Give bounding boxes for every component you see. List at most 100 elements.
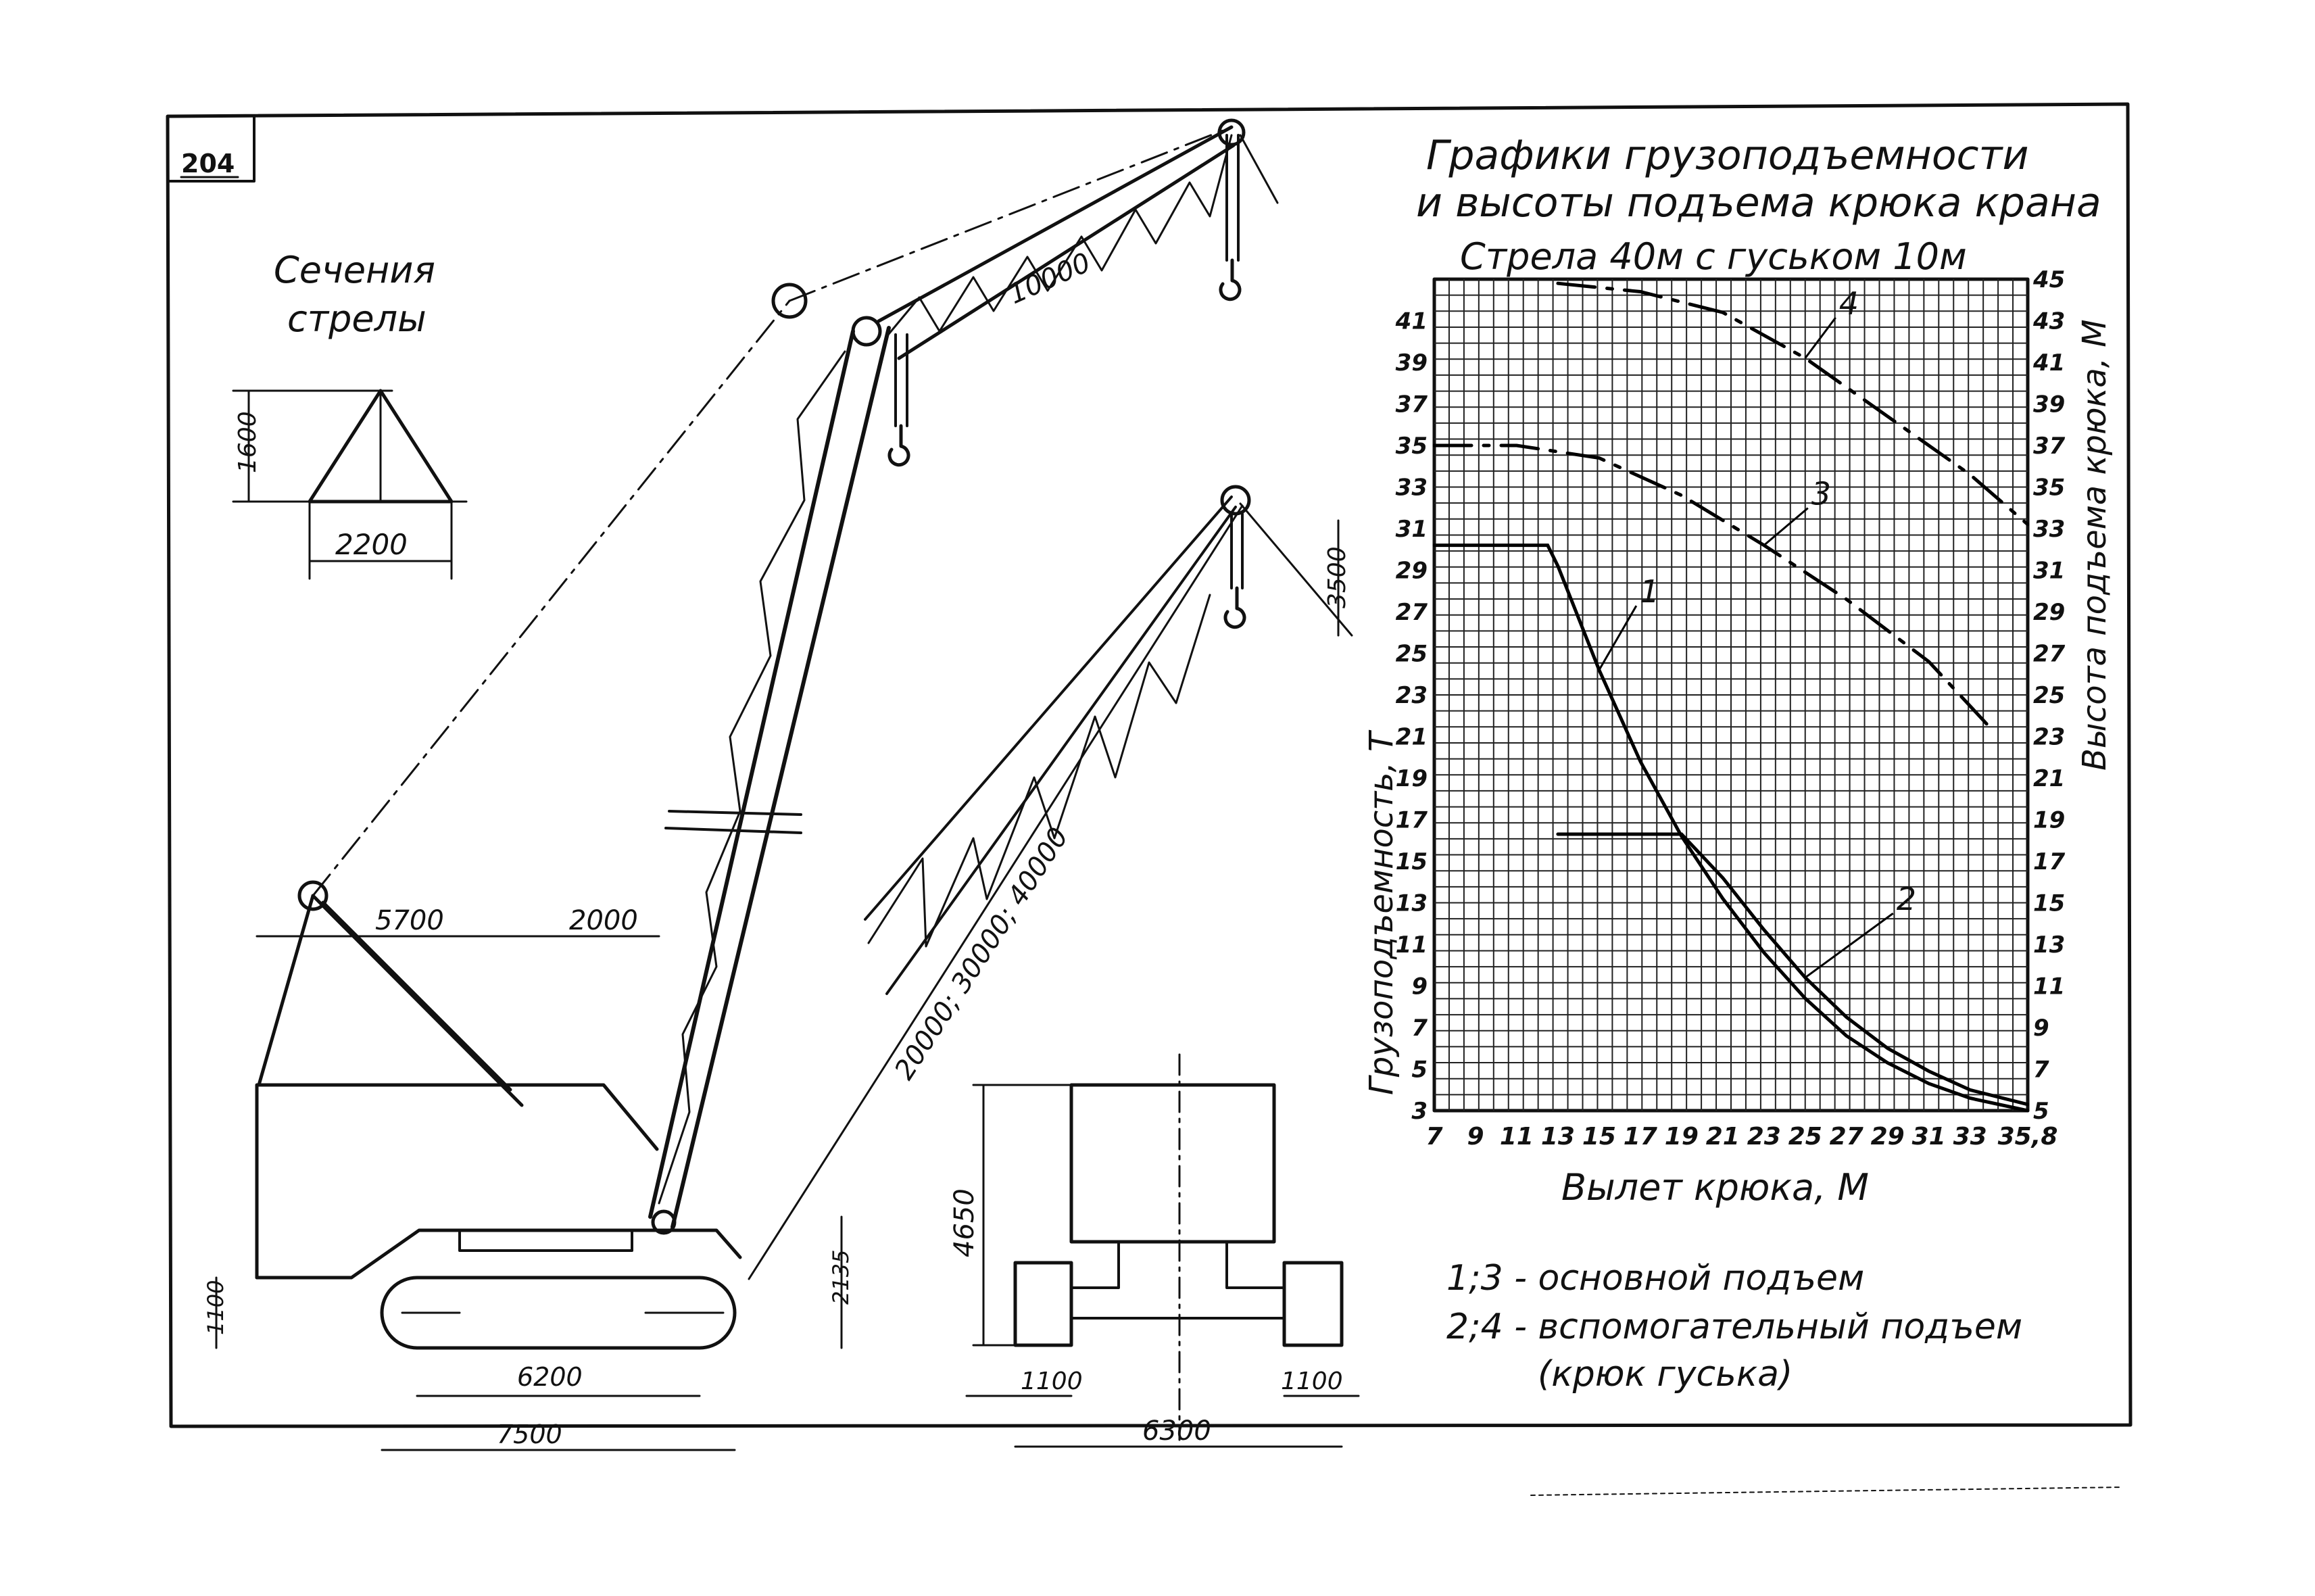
y-right-axis-label: Высота подъема крюка, М: [2076, 319, 2114, 771]
chart-title-line1: Графики грузоподъемности: [1426, 132, 2028, 179]
x-tick-label: 7: [1425, 1123, 1442, 1151]
y-right-tick-label: 35: [2033, 475, 2065, 502]
y-right-tick-label: 31: [2033, 558, 2065, 585]
x-tick-label: 17: [1624, 1123, 1657, 1151]
y-left-tick-label: 25: [1396, 641, 1428, 668]
y-right-tick-label: 23: [2033, 724, 2065, 751]
section-title-line2: стрелы: [287, 297, 427, 340]
y-left-tick-label: 41: [1395, 308, 1428, 335]
y-left-tick-label: 35: [1396, 433, 1428, 460]
y-right-tick-label: 9: [2033, 1015, 2049, 1042]
x-tick-label: 11: [1500, 1123, 1534, 1151]
curve-label-1: 1: [1640, 573, 1659, 610]
hook-boom: [887, 333, 910, 467]
dim-base-length: 7500: [497, 1420, 562, 1449]
dim-rear-top: 5700: [375, 905, 444, 936]
x-axis-label: Вылет крюка, М: [1561, 1166, 1869, 1209]
x-tick-label: 27: [1830, 1123, 1863, 1151]
front-track-left: 1100: [1021, 1368, 1083, 1395]
main-boom: [648, 326, 891, 1229]
y-left-tick-label: 29: [1396, 558, 1428, 585]
curve-label-3: 3: [1811, 476, 1831, 512]
legend-line1: 1;3 - основной подъем: [1446, 1258, 1864, 1299]
curve-label-4: 4: [1839, 285, 1859, 322]
y-left-axis-label: Грузоподъемность, Т: [1363, 729, 1400, 1095]
y-left-tick-label: 5: [1411, 1057, 1428, 1084]
y-right-tick-label: 27: [2033, 641, 2066, 668]
y-right-tick-label: 29: [2033, 599, 2065, 626]
front-total-width: 6300: [1142, 1416, 1211, 1447]
dim-pivot-height: 2135: [828, 1250, 854, 1305]
y-right-tick-label: 19: [2033, 807, 2065, 834]
section-title-line1: Сечения: [274, 249, 435, 291]
series-lines: [1432, 281, 2030, 1113]
legend-line3: (крюк гуська): [1538, 1354, 1793, 1395]
x-tick-label: 31: [1912, 1123, 1946, 1151]
front-height-dim: 4650: [949, 1188, 980, 1257]
x-tick-label: 9: [1467, 1123, 1484, 1151]
hook-jib: [1219, 134, 1242, 301]
series-line-2: [1556, 832, 2030, 1107]
dim-hook-drop: 3500: [1323, 546, 1351, 608]
y-right-tick-label: 33: [2033, 516, 2065, 543]
dim-jib-length: 10000: [1004, 247, 1095, 310]
y-right-tick-label: 39: [2033, 391, 2065, 418]
crawler-track: [380, 1276, 737, 1350]
curve-label-leader: [1763, 507, 1809, 546]
chart-subtitle: Стрела 40м с гуськом 10м: [1460, 235, 1967, 278]
y-left-tick-label: 7: [1411, 1015, 1428, 1042]
y-left-tick-label: 27: [1396, 599, 1428, 626]
grid: [1434, 279, 2028, 1111]
y-right-tick-label: 37: [2033, 433, 2066, 460]
dim-front-top: 2000: [569, 905, 638, 936]
y-left-tick-label: 33: [1396, 475, 1428, 502]
dim-track-height: 1100: [203, 1280, 228, 1335]
y-right-tick-label: 41: [2032, 349, 2065, 377]
y-left-tick-label: 17: [1396, 807, 1428, 834]
x-tick-label: 23: [1747, 1123, 1781, 1151]
dim-track-length: 6200: [517, 1362, 583, 1392]
y-right-tick-label: 7: [2033, 1057, 2049, 1084]
section-height-dim: 1600: [234, 411, 262, 473]
y-left-tick-label: 3: [1411, 1098, 1428, 1125]
crane-front-view: 4650 1100 1100 6300: [949, 1053, 1360, 1448]
x-tick-label: 33: [1953, 1123, 1987, 1151]
series-line-3: [1432, 443, 1993, 730]
y-left-tick-label: 37: [1396, 391, 1428, 418]
y-right-tick-label: 45: [2032, 266, 2065, 293]
y-left-tick-label: 11: [1396, 932, 1428, 959]
legend-line2: 2;4 - вспомогательный подъем: [1446, 1307, 2022, 1347]
y-left-tick-label: 39: [1396, 349, 1428, 377]
x-tick-label: 35,8: [1998, 1123, 2058, 1151]
boom-section: Сечения стрелы 1600 2200: [232, 249, 468, 580]
y-right-tick-label: 43: [2032, 308, 2065, 335]
y-right-tick-label: 13: [2033, 932, 2065, 959]
x-tick-label: 29: [1871, 1123, 1905, 1151]
x-tick-label: 15: [1582, 1123, 1616, 1151]
y-right-tick-label: 5: [2033, 1098, 2049, 1125]
sheet-frame: 204: [166, 102, 2133, 1428]
x-tick-label: 21: [1706, 1123, 1740, 1151]
y-left-tick-label: 31: [1396, 516, 1428, 543]
curve-label-leader: [1598, 605, 1638, 671]
x-tick-label: 19: [1665, 1123, 1699, 1151]
y-right-tick-label: 25: [2033, 682, 2065, 709]
y-right-tick-label: 15: [2033, 890, 2065, 917]
x-tick-label: 25: [1788, 1123, 1822, 1151]
hook-extension: [1223, 512, 1246, 629]
y-left-tick-label: 9: [1411, 973, 1428, 1000]
front-track-right: 1100: [1281, 1368, 1343, 1395]
section-width-dim: 2200: [335, 528, 408, 561]
y-right-tick-label: 17: [2033, 848, 2066, 875]
jib: [877, 125, 1236, 360]
y-left-tick-label: 21: [1396, 724, 1428, 751]
y-left-tick-label: 13: [1396, 890, 1428, 917]
legend: 1;3 - основной подъем 2;4 - вспомогатель…: [1446, 1258, 2022, 1395]
curve-label-leader: [1804, 912, 1894, 979]
